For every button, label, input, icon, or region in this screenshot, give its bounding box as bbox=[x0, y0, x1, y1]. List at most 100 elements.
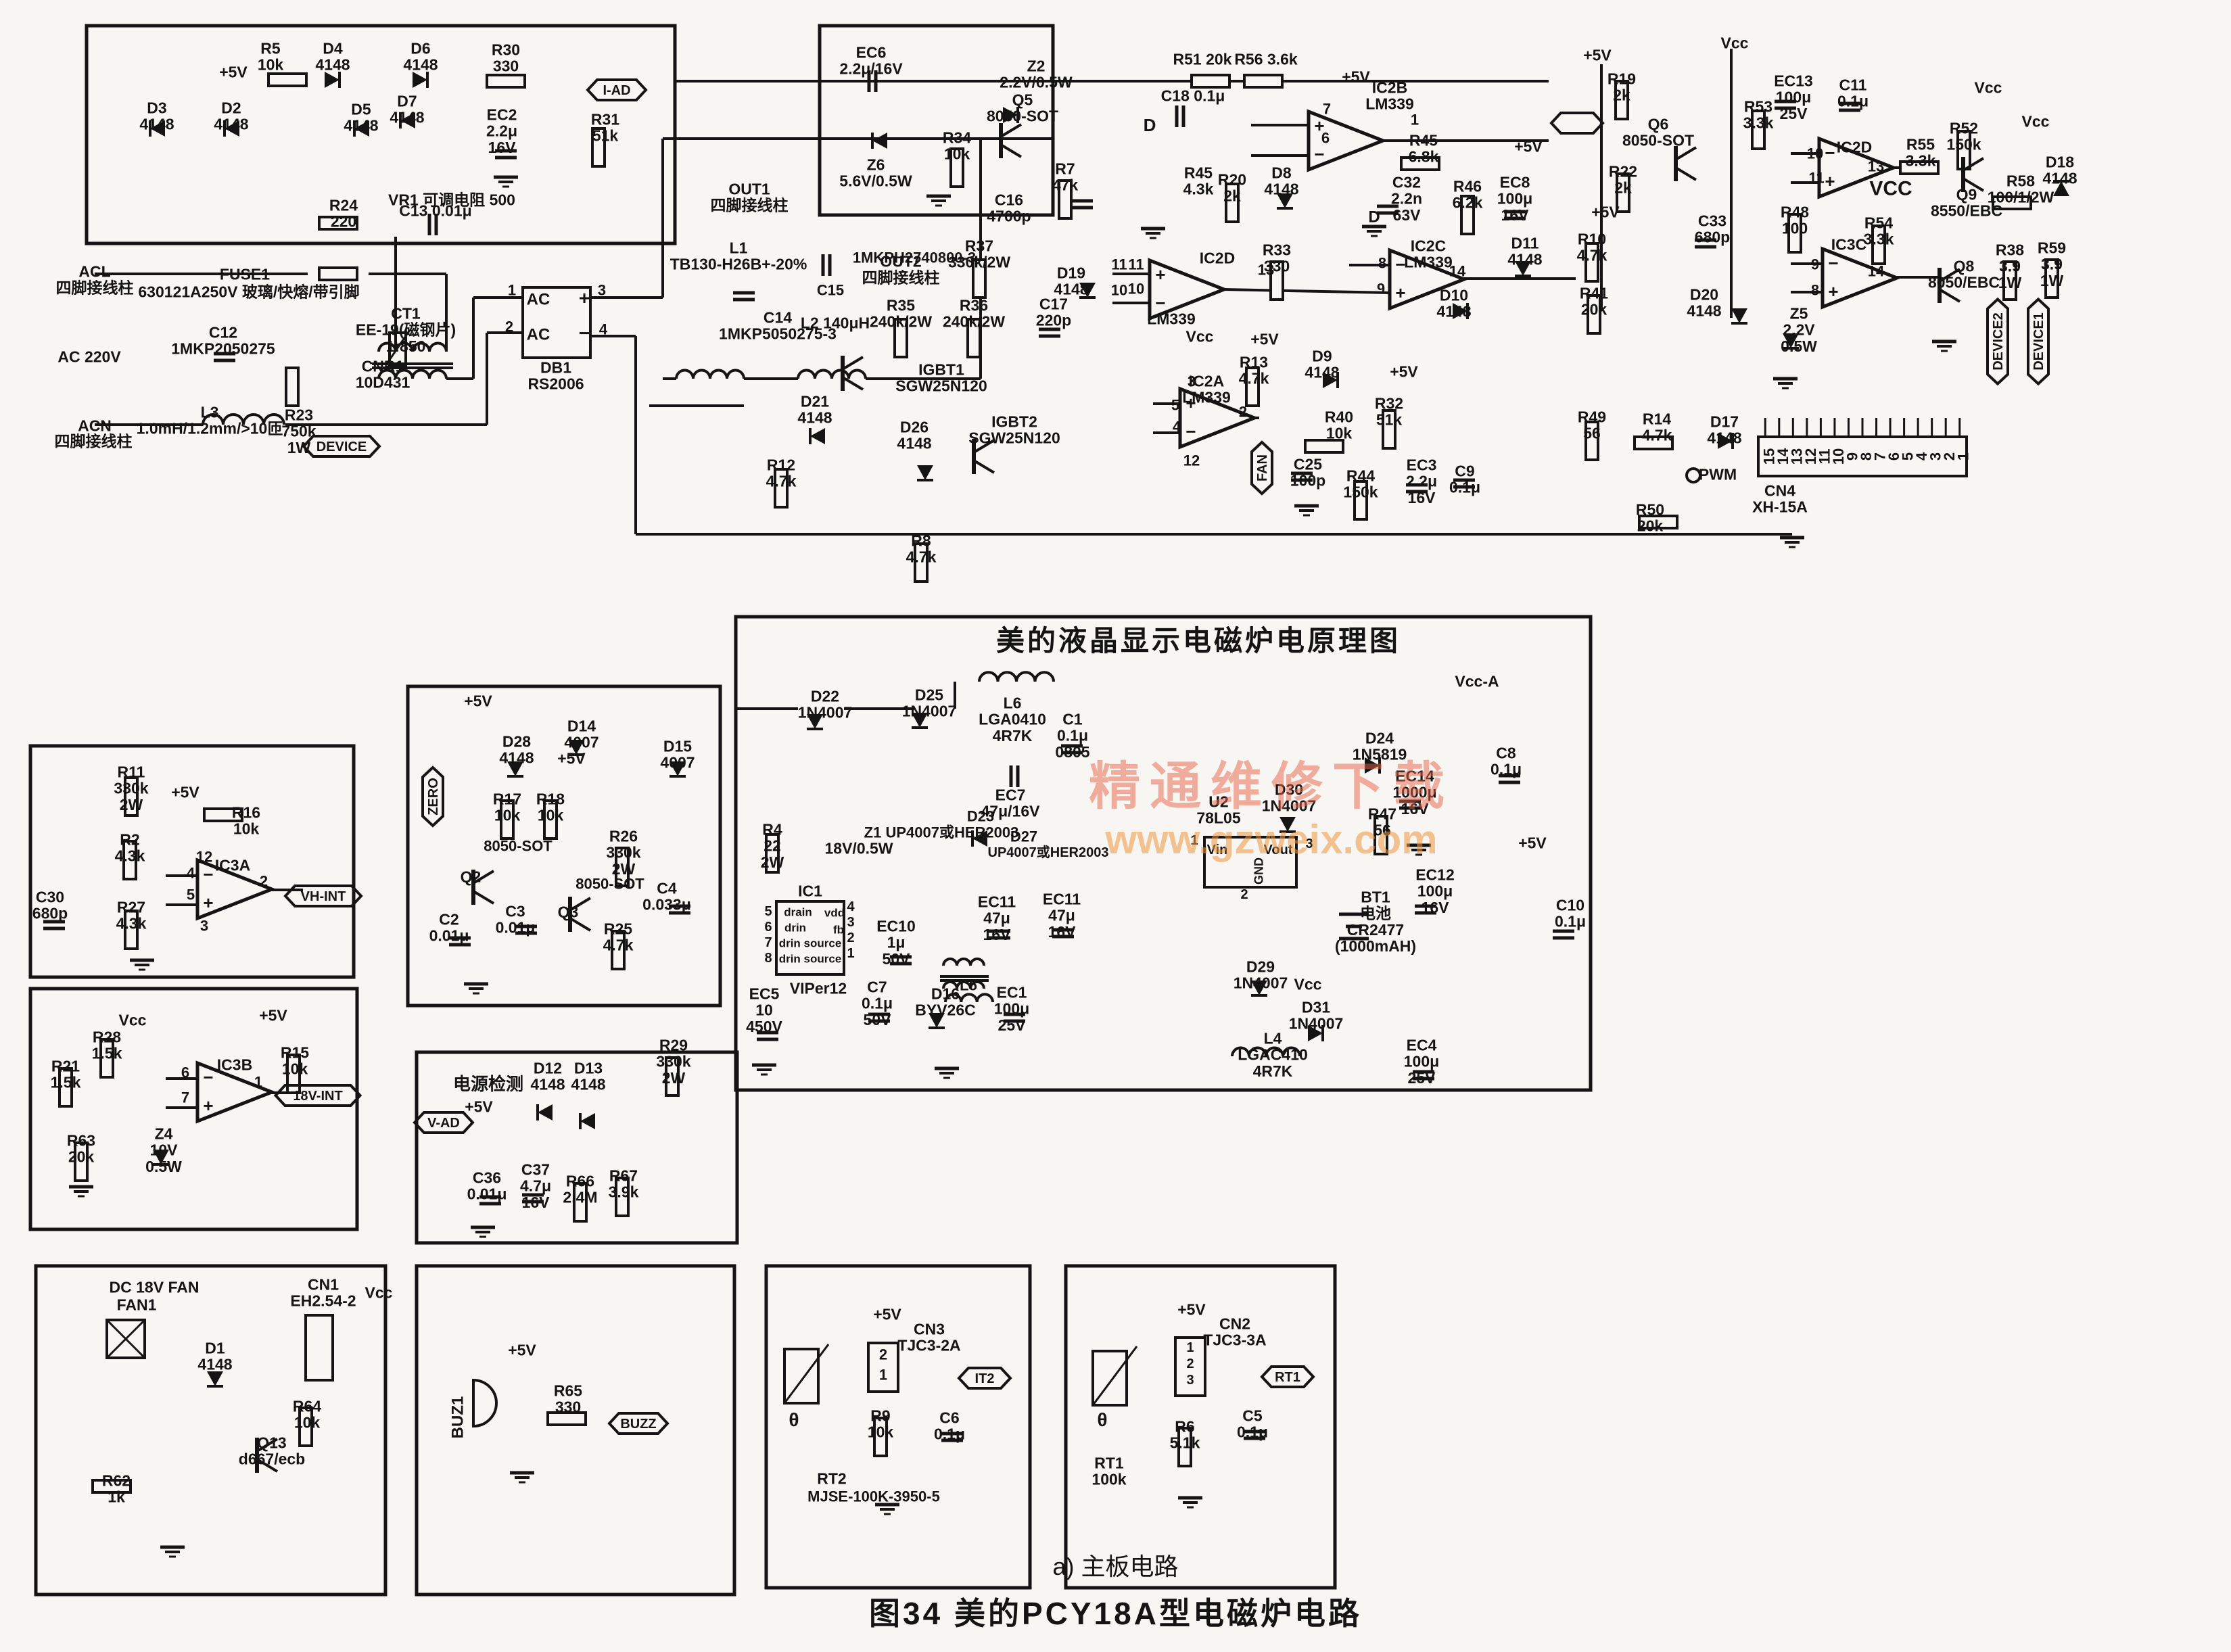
flag-i-ad bbox=[586, 78, 648, 101]
flag-label: ZERO bbox=[426, 778, 441, 816]
flag-label: RT1 bbox=[1275, 1370, 1300, 1385]
circuit-box bbox=[818, 24, 1055, 217]
component-label: 10 bbox=[1111, 282, 1127, 299]
component-label: GND bbox=[1252, 857, 1265, 884]
diode bbox=[929, 1013, 945, 1028]
resistor bbox=[1992, 195, 2032, 210]
transistor bbox=[472, 870, 495, 884]
component-label: R56 3.6k bbox=[1234, 51, 1298, 68]
component-label: 5 bbox=[1171, 397, 1179, 414]
resistor bbox=[1225, 183, 1240, 223]
component-label: Q3 bbox=[558, 903, 579, 921]
transistor bbox=[256, 1438, 279, 1453]
cn4-pin-number: 12 bbox=[1802, 448, 1819, 465]
resistor bbox=[615, 847, 630, 887]
circuit-box bbox=[28, 744, 356, 979]
component-label: 3 bbox=[1186, 1373, 1194, 1388]
component-label: θ bbox=[1097, 1409, 1107, 1430]
component-label: 3 bbox=[598, 282, 606, 299]
cn4-pin-number: 1 bbox=[1955, 452, 1972, 461]
opamp bbox=[1388, 247, 1469, 311]
transistor bbox=[972, 459, 995, 474]
component-label: IC3B bbox=[217, 1056, 252, 1074]
resistor bbox=[2044, 258, 2059, 299]
component-label: 2 bbox=[1186, 1356, 1194, 1371]
opamp-sign: − bbox=[1155, 293, 1165, 313]
diode bbox=[207, 1371, 223, 1386]
component-label: AC bbox=[527, 325, 550, 344]
component-label: +5V bbox=[171, 784, 199, 801]
component-label: 2 bbox=[879, 1346, 887, 1363]
component-label: 1 bbox=[508, 282, 516, 299]
component-label: 2 bbox=[1240, 887, 1248, 902]
component-label: 2 bbox=[505, 318, 513, 335]
transistor bbox=[841, 376, 864, 391]
opamp-sign: + bbox=[1314, 116, 1324, 136]
resistor bbox=[1373, 815, 1388, 855]
component-label: 3 bbox=[200, 918, 208, 935]
wire bbox=[1223, 288, 1390, 294]
opamp-sign: − bbox=[1828, 253, 1838, 273]
diode bbox=[1731, 308, 1747, 323]
resistor bbox=[1584, 242, 1599, 283]
fan-icon bbox=[105, 1319, 146, 1359]
diode bbox=[325, 72, 339, 88]
resistor bbox=[1353, 480, 1368, 521]
diode bbox=[972, 830, 987, 847]
transistor bbox=[569, 897, 592, 912]
cn4-pin-number: 6 bbox=[1885, 452, 1902, 461]
component-label: 8 bbox=[1378, 255, 1386, 272]
component-label: 3 bbox=[1188, 373, 1196, 390]
diode bbox=[153, 1150, 169, 1164]
resistor bbox=[1899, 160, 1940, 175]
flag-label: DEVICE bbox=[316, 440, 367, 454]
inductor-coil bbox=[942, 958, 985, 966]
resistor bbox=[1638, 515, 1678, 529]
diode bbox=[810, 428, 825, 444]
power-box-title: 美的液晶显示电磁炉电原理图 bbox=[996, 625, 1401, 657]
component-label: 12 bbox=[1183, 452, 1200, 469]
component-label: +5V bbox=[1591, 204, 1620, 221]
component-label: drain bbox=[784, 905, 812, 918]
inductor-coil bbox=[797, 369, 867, 379]
cn4-pin-number: 10 bbox=[1830, 448, 1847, 465]
resistor bbox=[543, 799, 558, 840]
resistor bbox=[286, 1054, 301, 1094]
diode bbox=[1003, 107, 1018, 123]
flag-label: I-AD bbox=[603, 83, 630, 98]
diode bbox=[580, 1113, 595, 1129]
component-label: MJSE-100K-3950-5 bbox=[807, 1488, 940, 1505]
